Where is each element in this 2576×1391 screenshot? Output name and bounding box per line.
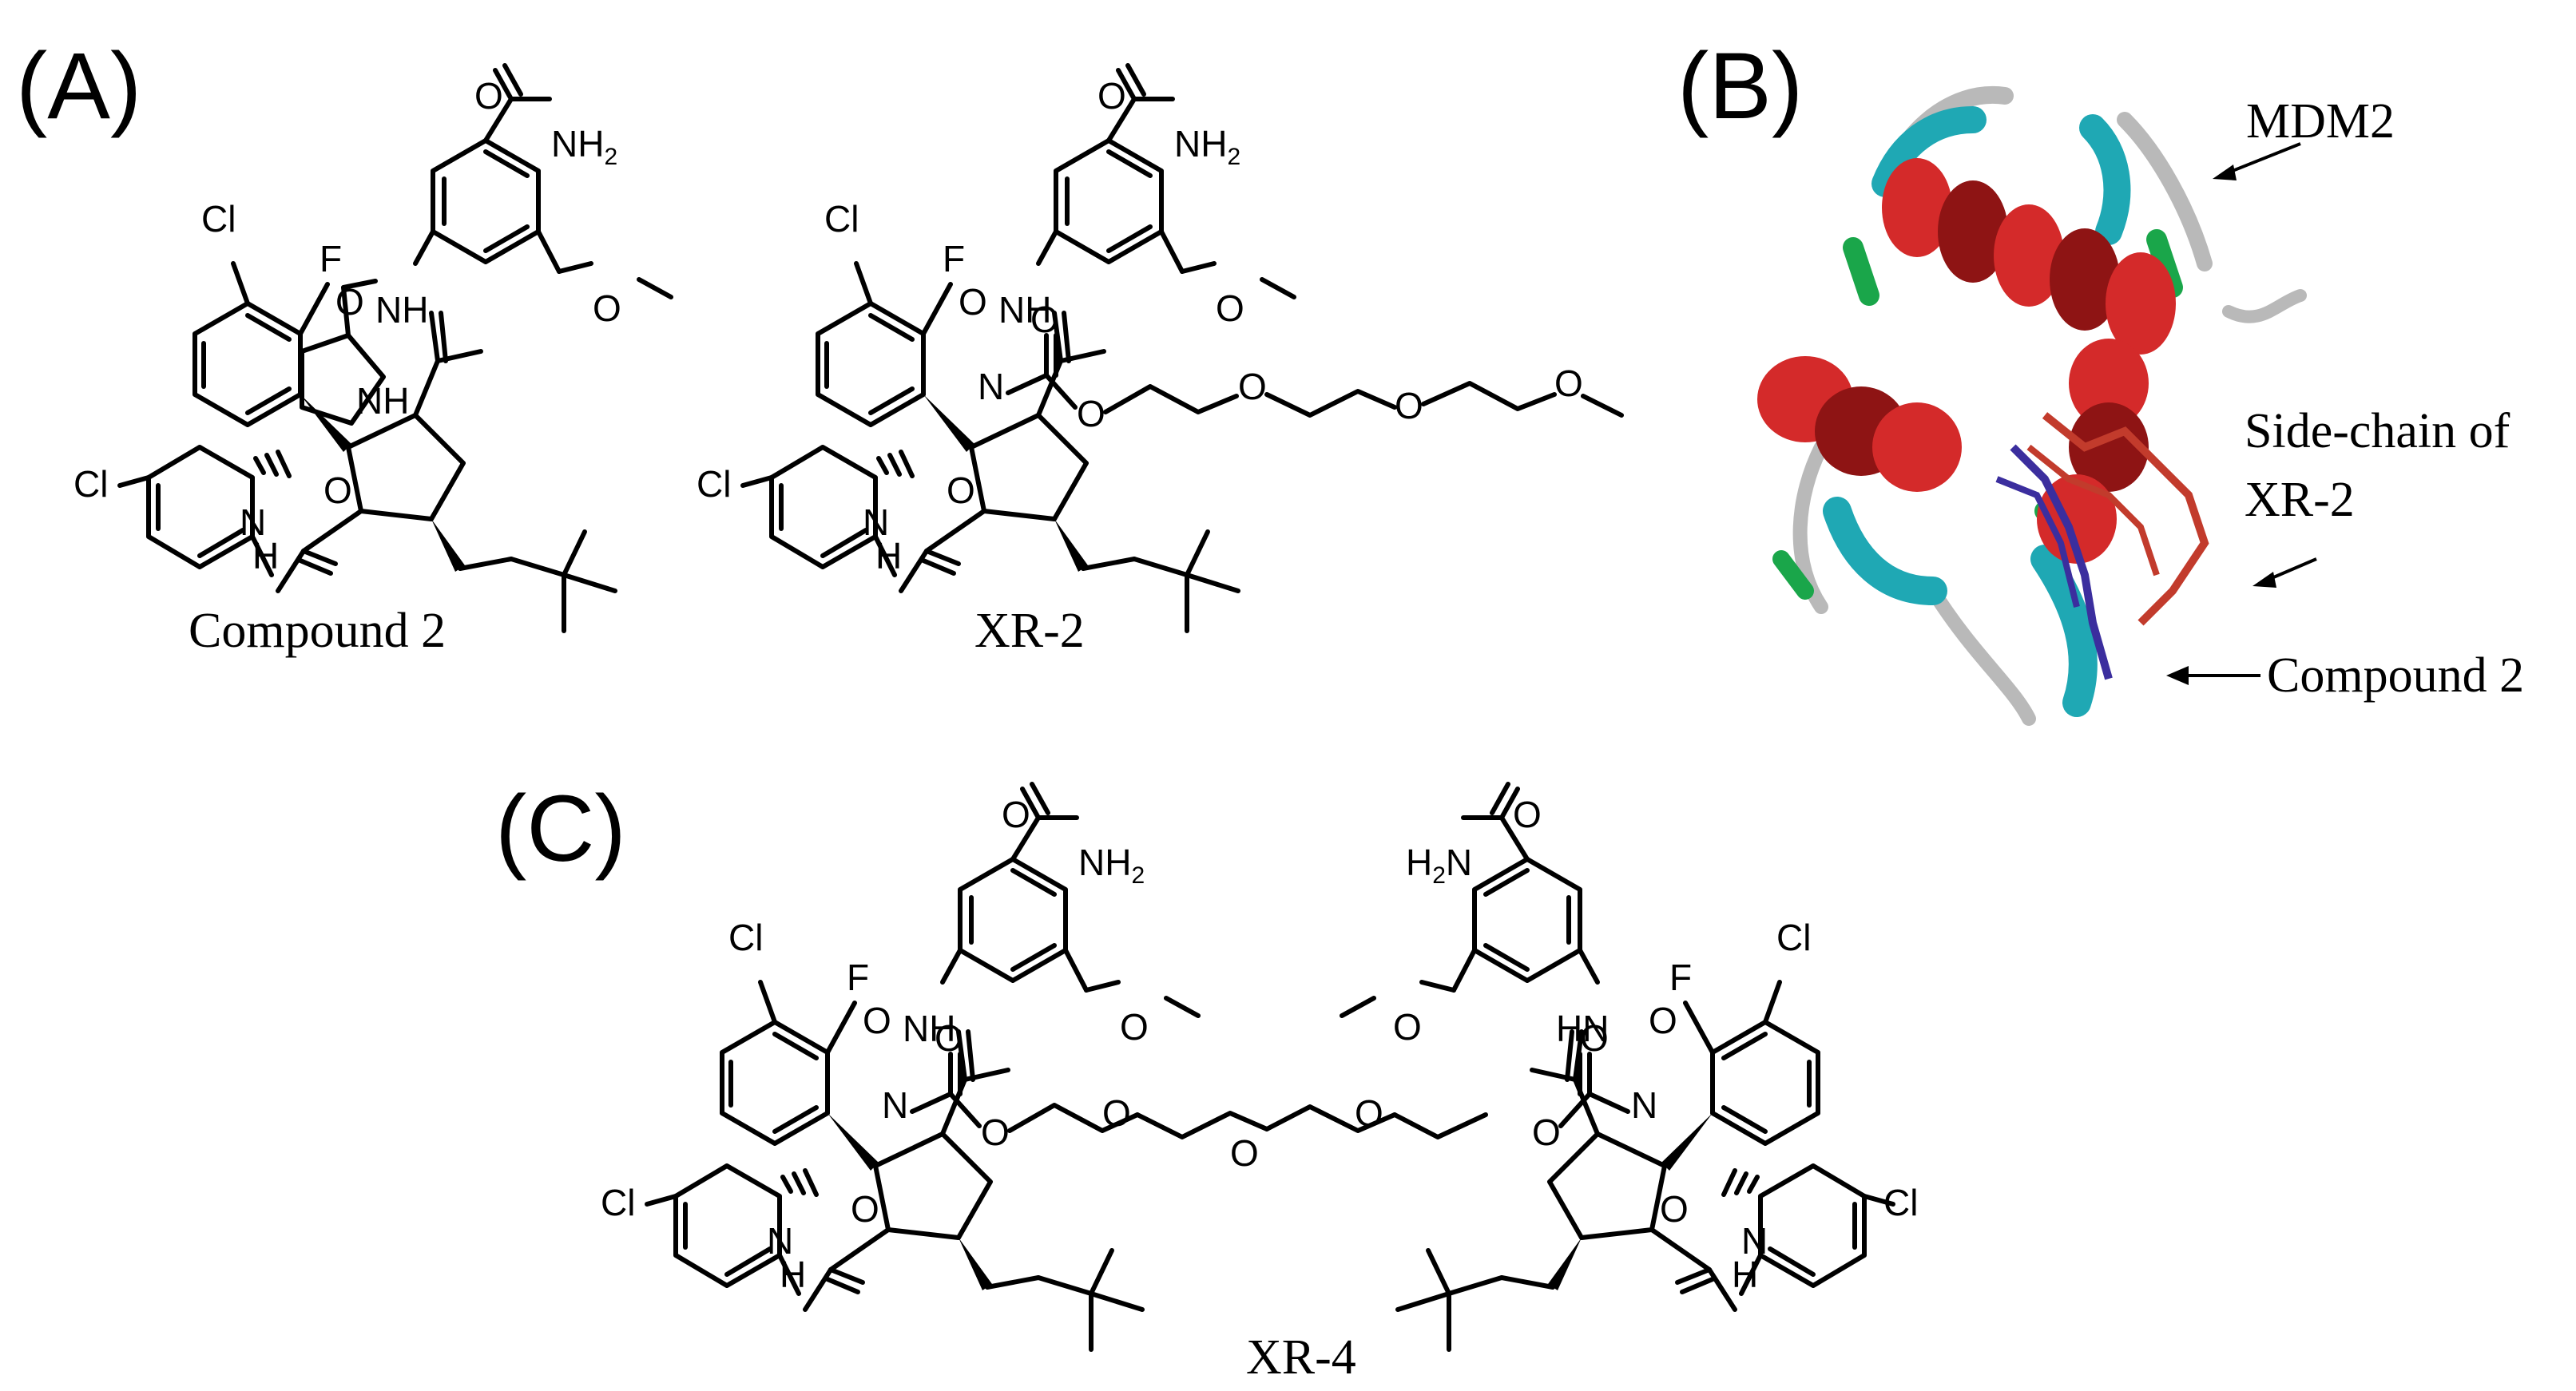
label-side-chain-line1: Side-chain of	[2245, 404, 2511, 458]
atom-nh-lactam: N	[1741, 1220, 1768, 1262]
atom-o-peg1: O	[1102, 1092, 1131, 1134]
atom-o-lactam: O	[323, 470, 352, 511]
atom-o-ester: O	[1077, 393, 1105, 434]
mdm2-ribbon-model	[1757, 85, 2307, 726]
xr4-right-labels: Cl F O HN Cl O N H O H2N O N O O	[1393, 794, 1918, 1295]
atom-f: F	[943, 238, 965, 279]
atom-o: O	[1649, 1000, 1677, 1041]
atom-o-amide: O	[1002, 794, 1030, 835]
xr2-side-chain-ligand	[2026, 412, 2209, 626]
compound-2-ligand	[1995, 444, 2113, 680]
atom-cl: Cl	[728, 917, 763, 958]
turn-segment	[1871, 106, 1987, 197]
atom-h-lactam: H	[875, 535, 902, 577]
atom-o-carbonyl: O	[1580, 1017, 1609, 1059]
atom-cl-oxindole: Cl	[73, 463, 108, 505]
atom-cl-oxindole: Cl	[697, 463, 731, 505]
xr4-right-half	[1342, 784, 1893, 1349]
caption-xr4: XR-4	[1246, 1330, 1356, 1385]
helix-top	[1882, 158, 2176, 355]
atom-cl: Cl	[1776, 917, 1811, 958]
atom-nh-lactam: N	[767, 1220, 793, 1262]
atom-o-amide: O	[474, 75, 503, 117]
atom-nh-lactam: N	[240, 501, 266, 543]
atom-n-ring: N	[978, 366, 1004, 407]
xr4-left-half: Cl F O NH Cl O N H O NH2 O N O O	[601, 784, 1198, 1349]
atom-nh2: NH2	[551, 123, 617, 170]
atom-o-carbonyl: O	[1030, 299, 1059, 340]
atom-cl: Cl	[201, 198, 236, 240]
atom-o-methoxy: O	[1216, 287, 1244, 329]
atom-o-carbonyl: O	[935, 1017, 963, 1059]
panel-b-label: (B)	[1677, 34, 1803, 139]
atom-o-methoxy: O	[593, 287, 621, 329]
helix-left	[1757, 356, 1962, 492]
atom-o-peg3: O	[1554, 363, 1583, 404]
atom-cl: Cl	[824, 198, 859, 240]
atom-o: O	[863, 1000, 891, 1041]
compound-2-structure: Cl F O NH NH Cl O N H O NH2 O	[73, 65, 671, 631]
atom-nh2: NH2	[1174, 123, 1240, 170]
atom-o-amide: O	[1097, 75, 1126, 117]
atom-f: F	[1669, 957, 1692, 998]
label-compound-2: Compound 2	[2267, 648, 2524, 703]
atom-o-lactam: O	[1660, 1188, 1689, 1230]
atom-cl-oxindole: Cl	[1883, 1182, 1918, 1223]
atom-h-lactam: H	[1732, 1254, 1758, 1295]
sheet-segment	[1843, 237, 1879, 306]
caption-xr2: XR-2	[974, 604, 1085, 658]
xr2-structure: Cl F O NH Cl O N H O NH2 O N O O O O O	[697, 65, 1624, 631]
atom-o: O	[959, 281, 987, 323]
atom-f: F	[320, 238, 342, 279]
atom-o-methoxy: O	[1120, 1006, 1149, 1048]
atom-n-ring: N	[882, 1084, 908, 1126]
atom-cl-oxindole: Cl	[601, 1182, 635, 1223]
atom-o-lactam: O	[851, 1188, 879, 1230]
atom-o-ester: O	[1532, 1112, 1561, 1153]
atom-h2n: H2N	[1406, 842, 1472, 889]
atom-o-ester: O	[981, 1112, 1010, 1153]
atom-o-peg2: O	[1395, 385, 1423, 426]
atom-hn: HN	[1556, 1008, 1609, 1049]
label-mdm2: MDM2	[2246, 94, 2395, 149]
caption-compound-2: Compound 2	[189, 604, 446, 658]
atom-nh: NH	[998, 289, 1051, 331]
atom-o-peg1: O	[1238, 366, 1267, 407]
atom-o-amide: O	[1513, 794, 1542, 835]
atom-nh2: NH2	[1078, 842, 1145, 889]
atom-o-peg3: O	[1355, 1092, 1383, 1134]
atom-h-lactam: H	[780, 1254, 806, 1295]
panel-c-label: (C)	[495, 776, 626, 882]
atom-o-methoxy: O	[1393, 1006, 1422, 1048]
label-side-chain-line2: XR-2	[2245, 473, 2355, 527]
panel-a-label: (A)	[16, 34, 141, 139]
atom-o-peg2: O	[1230, 1132, 1259, 1174]
xr4-peg-linker: O O O	[1007, 1092, 1488, 1174]
atom-nh: NH	[375, 289, 428, 331]
atom-h-lactam: H	[252, 535, 279, 577]
atom-n-ring: N	[1631, 1084, 1657, 1126]
atom-nh-lactam: N	[863, 501, 889, 543]
atom-nh: NH	[903, 1008, 955, 1049]
atom-o-lactam: O	[947, 470, 975, 511]
atom-f: F	[847, 957, 869, 998]
